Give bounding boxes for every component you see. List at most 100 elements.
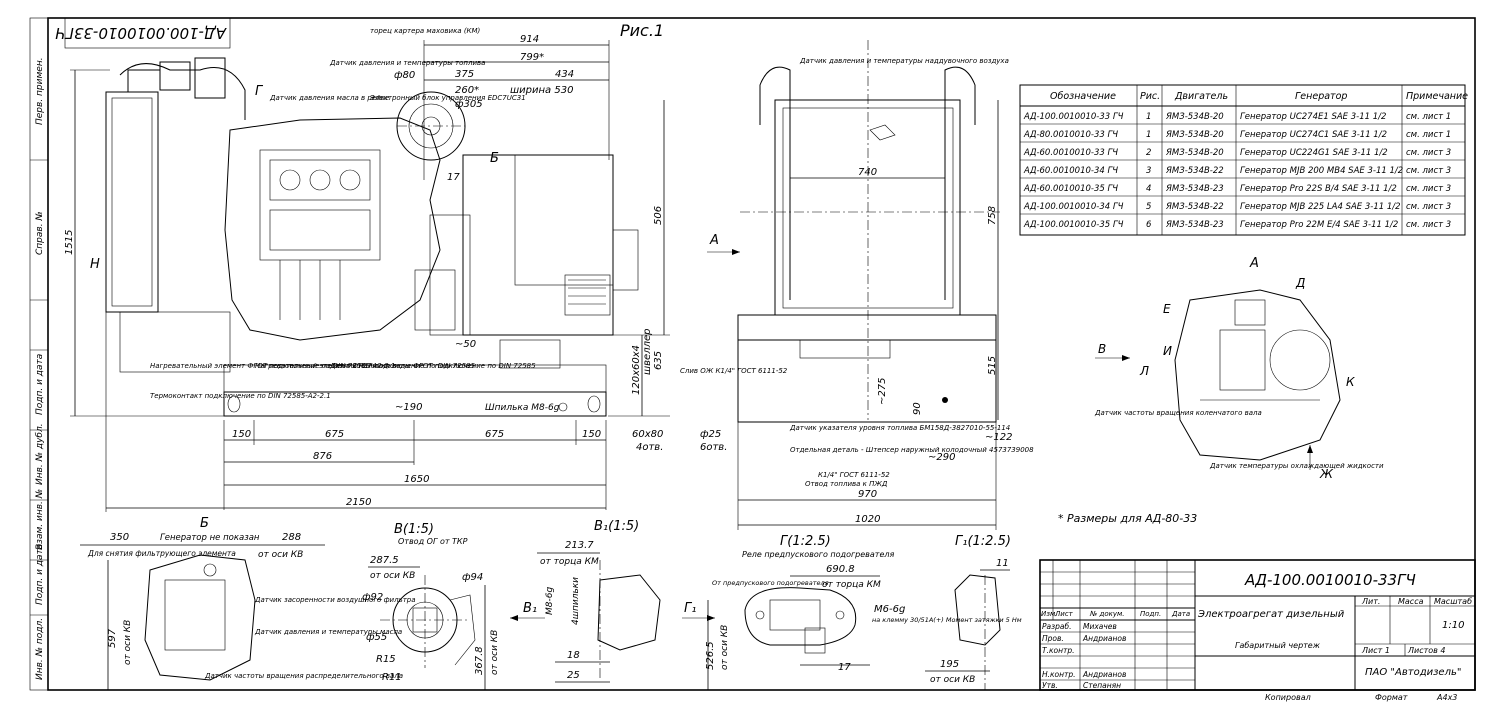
tb-lit: Лит. xyxy=(1361,597,1380,606)
side-cell-1: Перв. примен. xyxy=(35,57,45,125)
table-cell-r5-c0: АД-100.0010010-34 ГЧ xyxy=(1023,202,1124,212)
tb-col-2: № докум. xyxy=(1089,610,1125,618)
tb-name-0: Михачев xyxy=(1083,622,1117,631)
title-block: АД-100.0010010-33ГЧ Электроагрегат дизел… xyxy=(1039,559,1476,691)
table-cell-r0-c4: см. лист 1 xyxy=(1406,112,1451,122)
side-cell-6: Подп. и дата xyxy=(35,544,45,605)
detail-b-oil-sensor: Датчик давления и температуры масла xyxy=(254,628,402,636)
tb-sheet: Лист 1 xyxy=(1361,646,1390,655)
dim-1020: 1020 xyxy=(855,514,880,525)
detail-v-r15: R15 xyxy=(376,654,396,665)
detail-g-sub: Реле предпускового подогревателя xyxy=(742,550,894,559)
detail-b-axis2: от оси КВ xyxy=(123,620,133,665)
note-water: Датчик наличия воды ФГОТ подключение по … xyxy=(329,362,536,370)
stamp-box xyxy=(64,17,231,49)
view-a-title: А xyxy=(1249,256,1259,271)
tb-mass: Масса xyxy=(1398,597,1424,606)
label-B: Б xyxy=(490,151,499,166)
dim-phi80: ф80 xyxy=(394,70,415,81)
note-stud: Шпилька М8-6g xyxy=(485,403,560,413)
detail-b-part xyxy=(144,554,256,681)
detail-b: Б Генератор не показан 350 288 от оси КВ… xyxy=(80,516,416,690)
table-cell-r1-c0: АД-80.0010010-33 ГЧ xyxy=(1023,130,1118,140)
detail-v1-sub: от торца КМ xyxy=(540,557,599,567)
side-cell-3: Подп. и дата xyxy=(35,354,45,415)
dim-2150: 2150 xyxy=(346,497,371,508)
table-header-1: Рис. xyxy=(1140,91,1160,102)
dim-1650: 1650 xyxy=(404,474,429,485)
table-header-2: Двигатель xyxy=(1174,91,1228,102)
view-a-L: Л xyxy=(1139,364,1149,378)
dim-17: 17 xyxy=(447,172,460,183)
note-k14: К1/4" ГОСТ 6111-52 xyxy=(818,471,890,479)
table-cell-r6-c0: АД-100.0010010-35 ГЧ xyxy=(1023,220,1124,230)
dim-758: 758 xyxy=(987,206,998,225)
dim-120: 120х60х4 xyxy=(631,345,642,395)
label-G: Г xyxy=(255,84,264,99)
table-cell-r6-c4: см. лист 3 xyxy=(1406,220,1451,230)
table-cell-r6-c3: Генератор Pro 22M E/4 SAE 3-11 1/2 xyxy=(1240,220,1398,230)
view-a-speed-note: Датчик частоты вращения коленчатого вала xyxy=(1094,409,1262,417)
detail-g-axis: от оси КВ xyxy=(720,625,730,670)
detail-v1-part xyxy=(597,574,661,651)
table-cell-r4-c4: см. лист 3 xyxy=(1406,184,1451,194)
table-cell-r6-c2: ЯМЗ-534В-23 xyxy=(1165,220,1224,230)
table-cell-r3-c1: 3 xyxy=(1146,166,1151,176)
note-fuel-out: Отвод топлива к ПЖД xyxy=(805,480,888,488)
table-cell-r4-c1: 4 xyxy=(1146,184,1151,194)
tb-sheets: Листов 4 xyxy=(1407,646,1446,655)
table-header-0: Обозначение xyxy=(1050,91,1116,102)
detail-b-axis: от оси КВ xyxy=(258,550,303,560)
detail-v-axis2: от оси КВ xyxy=(490,630,500,675)
side-base xyxy=(737,339,997,423)
side-view: 740 758 515 ~275 90 ~122 ~290 970 1020 ф… xyxy=(680,40,1034,530)
table-cell-r1-c2: ЯМЗ-534В-20 xyxy=(1165,130,1224,140)
dim-phi25: ф25 xyxy=(700,429,721,440)
detail-g-m6: М6-6g xyxy=(874,604,905,615)
detail-g1-11: 11 xyxy=(996,558,1009,569)
detail-b-350: 350 xyxy=(110,532,129,543)
detail-v-phi55: ф55 xyxy=(366,632,387,643)
radiator xyxy=(105,91,159,313)
detail-g-to-heater: От предпускового подогревателя xyxy=(712,579,829,587)
tb-designation: АД-100.0010010-33ГЧ xyxy=(1244,571,1416,589)
dim-290: ~290 xyxy=(928,452,955,463)
detail-v1-25: 25 xyxy=(567,670,580,681)
dim-width530: ширина 530 xyxy=(510,85,573,96)
view-a-E: Е xyxy=(1163,302,1171,316)
view-a-engine xyxy=(1174,289,1341,461)
view-a-Zh: Ж xyxy=(1319,467,1334,481)
table-cell-r2-c0: АД-60.0010010-33 ГЧ xyxy=(1023,148,1118,158)
table-cell-r4-c2: ЯМЗ-534В-23 xyxy=(1165,184,1224,194)
dim-190: ~190 xyxy=(395,402,422,413)
generator xyxy=(462,154,614,336)
detail-v1-title: В₁(1:5) xyxy=(594,519,639,534)
side-cell-5: Взам. инв. № xyxy=(35,489,45,550)
note-separate: Отдельная деталь - Штепсер наружный коло… xyxy=(790,446,1034,454)
side-cell-4: Инв. № дубл. xyxy=(35,423,45,485)
dim-740: 740 xyxy=(858,167,877,178)
note-air-sensor: Датчик давления и температуры наддувочно… xyxy=(799,57,1009,65)
table-cell-r3-c2: ЯМЗ-534В-22 xyxy=(1165,166,1224,176)
dim-275: ~275 xyxy=(877,378,888,405)
detail-g-690: 690.8 xyxy=(826,564,855,575)
dim-shveller: швеллер xyxy=(642,329,653,375)
note-drain: Слив ОЖ К1/4" ГОСТ 6111-52 xyxy=(680,367,788,375)
detail-g-relay xyxy=(744,587,857,646)
variants-table: Обозначение Рис. Двигатель Генератор При… xyxy=(1019,84,1468,236)
tb-role-0: Разраб. xyxy=(1042,622,1071,631)
detail-v1-18: 18 xyxy=(567,650,580,661)
table-cell-r2-c2: ЯМЗ-534В-20 xyxy=(1165,148,1224,158)
table-cell-r0-c0: АД-100.0010010-33 ГЧ xyxy=(1023,112,1124,122)
tb-role-4: Н.контр. xyxy=(1042,670,1076,679)
dim-799: 799* xyxy=(520,52,544,63)
view-a: А Д Е В И Л К Ж Датчик частоты вращения … xyxy=(1094,256,1384,481)
dim-434: 434 xyxy=(555,69,574,80)
dim-150a: 150 xyxy=(232,429,251,440)
detail-v-sub: Отвод ОГ от ТКР xyxy=(398,537,468,546)
table-cell-r4-c3: Генератор Pro 22S B/4 SAE 3-11 1/2 xyxy=(1240,184,1397,194)
table-cell-r2-c3: Генератор UC224G1 SAE 3-11 1/2 xyxy=(1240,148,1388,158)
note-flywheel: торец картера маховика (КМ) xyxy=(370,27,481,35)
footnote: * Размеры для АД-80-33 xyxy=(1058,512,1197,525)
dim-phi305: ф305 xyxy=(455,99,483,110)
